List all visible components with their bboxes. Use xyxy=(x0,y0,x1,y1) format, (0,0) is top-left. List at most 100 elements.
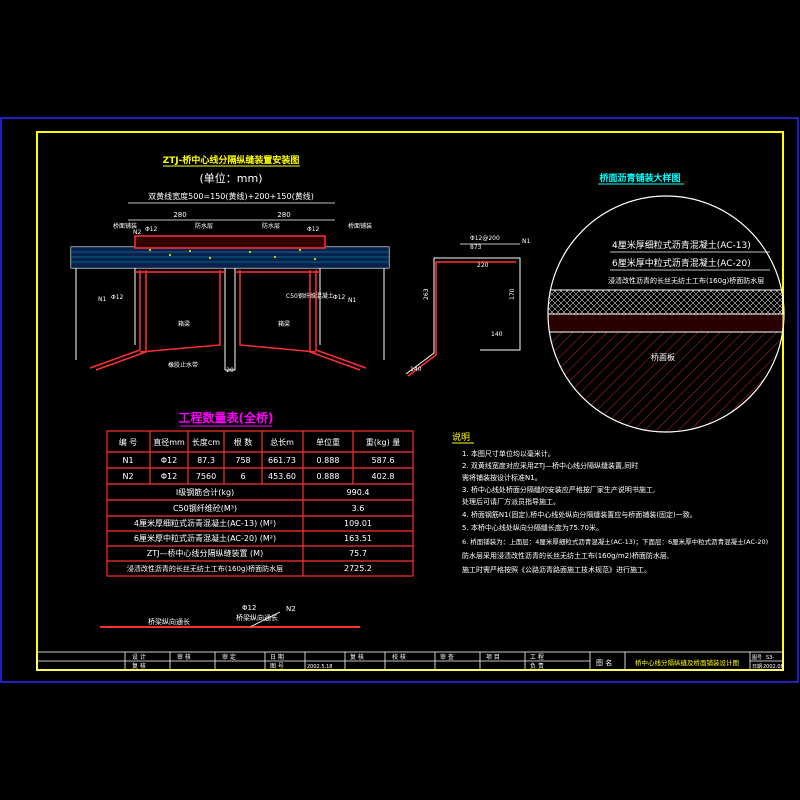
table-row: N2 Φ12 7560 6 453.60 0.888 402.8 xyxy=(122,472,394,481)
rebar-sub: 873 xyxy=(470,244,482,251)
label-phi-right: Φ12 xyxy=(307,226,320,233)
n2-left-text: 桥梁纵向通长 xyxy=(148,617,190,626)
note-item: 需将铺装按设计标准N1。 xyxy=(462,473,542,482)
right-girder xyxy=(234,268,385,370)
n2-right-text: 桥梁纵向通长 xyxy=(236,613,278,622)
table-cell: 87.3 xyxy=(197,456,215,465)
dim-bottom-20: 20 xyxy=(226,367,234,374)
table-header-cell: 长度cm xyxy=(192,437,220,447)
table-header-cell: 根 数 xyxy=(234,437,253,447)
summary-label: Ⅰ级钢筋合计(kg) xyxy=(176,487,234,497)
section-rebars xyxy=(89,270,367,371)
table-cell: N1 xyxy=(122,456,133,465)
table-cell: 661.73 xyxy=(268,456,296,465)
tb-date-label: 日期 xyxy=(752,664,762,670)
tb-cell: 校 核 xyxy=(392,653,406,661)
tb-drawing-name: 桥中心线分隔纵缝及桥面铺装设计图 xyxy=(635,658,739,667)
note-item: 3. 桥中心线处桥面分隔缝的安装应严格按厂家生产说明书施工, xyxy=(462,485,655,494)
table-cell: 453.60 xyxy=(268,472,296,481)
note-item: 防水层采用浸渍改性沥青的长丝无纺土工布(160g/m2)桥面防水层, xyxy=(462,551,669,560)
left-girder xyxy=(75,268,226,370)
tb-cell: 日 期 xyxy=(270,653,284,661)
summary-value: 990.4 xyxy=(347,488,370,497)
rebar-n1-outline xyxy=(405,257,521,375)
title-block-cells: 设 计 复 核 审 核 审 定 日 期 图 号 2002.5.18 复 核 校 … xyxy=(132,653,784,670)
table-cell: 7560 xyxy=(196,472,216,481)
rebar-n1-red xyxy=(407,261,516,377)
tb-cell: 设 计 xyxy=(132,653,146,661)
detail-layer2: 6厘米厚中粒式沥青混凝土(AC-20) xyxy=(612,257,751,269)
section-unit: (单位：mm) xyxy=(199,171,262,185)
detail-layer1: 4厘米厚细粒式沥青混凝土(AC-13) xyxy=(612,239,751,251)
note-item: 处理后可请厂方派员指导施工。 xyxy=(462,497,560,506)
tb-cell: 审 查 xyxy=(440,653,454,661)
outer-blue-frame xyxy=(0,117,799,683)
tb-no-value: S3- xyxy=(766,655,774,661)
tb-cell: 审 定 xyxy=(222,653,236,661)
section-top-dim: 双黄线宽度500=150(黄线)+200+150(黄线) xyxy=(148,191,314,201)
rebar-dim-top: 220 xyxy=(477,262,489,269)
table-row: N1 Φ12 87.3 758 661.73 0.888 587.6 xyxy=(122,456,394,465)
note-item: 1. 本图尺寸单位均以毫米计。 xyxy=(462,449,555,458)
label-phi-left: Φ12 xyxy=(145,226,158,233)
label-left-top: 桥面铺装 xyxy=(113,222,137,230)
table-cell: Φ12 xyxy=(161,456,177,465)
label-n1-left: N1 xyxy=(98,296,106,303)
note-item: 2. 双黄线宽度对应采用ZTJ—桥中心线分隔纵缝装置,同时 xyxy=(462,461,638,470)
summary-value: 163.51 xyxy=(344,534,372,543)
n2-leader xyxy=(249,611,281,628)
tb-cell: 负 责 xyxy=(530,662,544,670)
label-right-top: 桥面铺装 xyxy=(348,222,372,230)
section-title: ZTJ-桥中心线分隔纵缝装置安装图 xyxy=(163,154,300,166)
table-cell: 402.8 xyxy=(372,472,395,481)
pavement-hatch xyxy=(71,251,389,263)
summary-label: C50钢纤维砼(M³) xyxy=(173,503,237,513)
summary-value: 2725.2 xyxy=(344,564,372,573)
summary-label: 6厘米厚中粒式沥青混凝土(AC-20) (M²) xyxy=(134,533,276,543)
table-cell: 6 xyxy=(240,472,245,481)
summary-label: 4厘米厚细粒式沥青混凝土(AC-13) (M²) xyxy=(134,518,276,528)
label-phi12-left: Φ12 xyxy=(111,294,124,301)
table-cell: 0.888 xyxy=(317,456,340,465)
tb-cell: 工 程 xyxy=(530,653,544,661)
rebar-spec: Φ12@200 xyxy=(470,235,500,242)
rebar-dim-bottom-right: 140 xyxy=(491,331,503,338)
table-cell: Φ12 xyxy=(161,472,177,481)
label-small-left: 防水层 xyxy=(195,222,213,230)
summary-value: 3.6 xyxy=(352,504,365,513)
table-cell: 0.888 xyxy=(317,472,340,481)
note-item: 5. 本桥中心线处纵向分隔缝长度为75.70米。 xyxy=(462,523,603,532)
table-header-row: 编 号 直径mm 长度cm 根 数 总长m 单位重 重(kg) 量 xyxy=(119,437,401,447)
n2-phi: Φ12 xyxy=(242,604,256,612)
notes-list: 1. 本图尺寸单位均以毫米计。 2. 双黄线宽度对应采用ZTJ—桥中心线分隔纵缝… xyxy=(462,449,768,574)
dim-left-280: 280 xyxy=(173,211,186,219)
table-header-cell: 总长m xyxy=(270,437,294,447)
summary-label: ZTJ—桥中心线分隔纵缝装置 (M) xyxy=(147,548,263,558)
label-bottom-left: 橡胶止水带 xyxy=(168,361,198,369)
tb-date-value: 2002.08 xyxy=(763,664,784,670)
detail-title: 桥面沥青铺装大样图 xyxy=(599,172,680,184)
note-item: 施工时需严格按照《公路沥青路面施工技术规范》进行施工。 xyxy=(462,565,651,574)
table-cell: N2 xyxy=(122,472,133,481)
table-title: 工程数量表(全桥) xyxy=(179,410,274,425)
tb-drawing-label: 图 名 xyxy=(596,658,612,667)
label-n2-left: N2 xyxy=(133,229,141,236)
tb-no-label: 图号 xyxy=(752,655,762,661)
label-phi12-right: Φ12 xyxy=(333,294,346,301)
detail-circle xyxy=(547,195,785,433)
rebar-dim-bottom-left: 140 xyxy=(410,366,422,373)
table-header-cell: 重(kg) 量 xyxy=(366,437,401,447)
note-item: 6. 桥面铺装为：上面层：4厘米厚细粒式沥青混凝土(AC-13)；下面层：6厘米… xyxy=(462,537,768,546)
tb-cell: 审 核 xyxy=(177,653,191,661)
summary-value: 75.7 xyxy=(349,549,367,558)
table-cell: 758 xyxy=(235,456,250,465)
tb-cell: 复 核 xyxy=(132,662,146,670)
joint-device-top xyxy=(134,235,326,249)
summary-value: 109.01 xyxy=(344,519,372,528)
detail-layers xyxy=(548,289,784,432)
detail-slab: 桥面板 xyxy=(651,352,675,362)
table-header-cell: 单位重 xyxy=(316,437,340,447)
label-small-right: 防水层 xyxy=(262,222,280,230)
table-summary: Ⅰ级钢筋合计(kg) 990.4 C50钢纤维砼(M³) 3.6 4厘米厚细粒式… xyxy=(127,487,372,573)
